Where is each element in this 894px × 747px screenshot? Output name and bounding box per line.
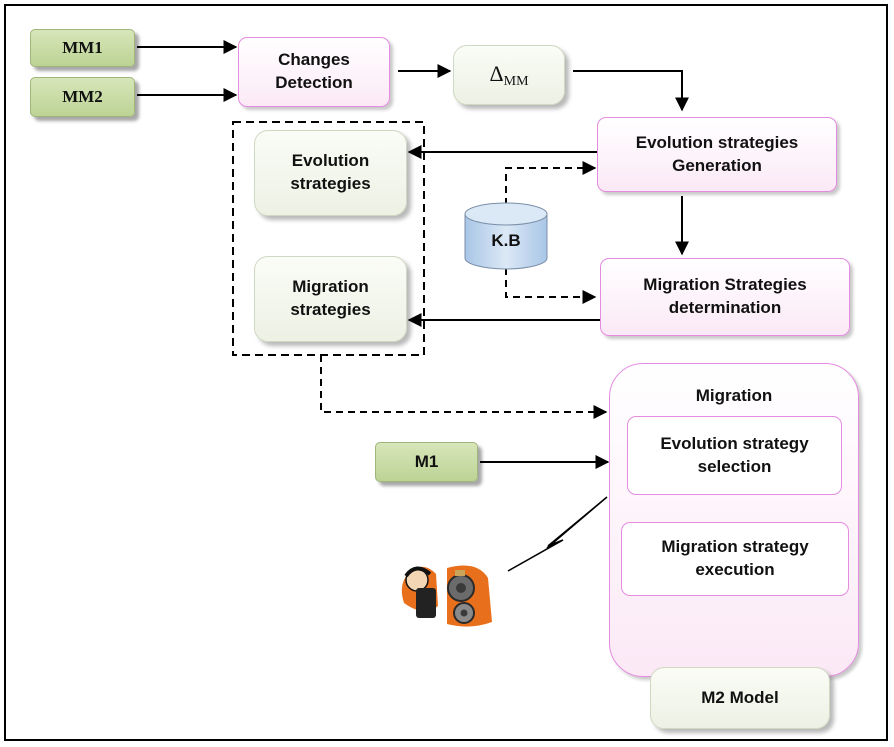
migration-strategies-determination-label: Migration Strategies determination <box>643 275 807 317</box>
mm1-box: MM1 <box>30 29 135 67</box>
evolution-strategy-selection-box: Evolution strategy selection <box>627 416 842 495</box>
evolution-strategies-generation-label: Evolution strategies Generation <box>635 132 799 175</box>
evolution-strategies-label: Evolution strategies <box>290 151 371 193</box>
evolution-strategy-selection-label: Evolution strategy selection <box>660 433 809 476</box>
m1-label: M1 <box>414 451 439 471</box>
mm2-box: MM2 <box>30 77 135 117</box>
migration-strategy-execution-box: Migration strategy execution <box>621 522 849 596</box>
evolution-strategies-generation-box: Evolution strategies Generation <box>597 117 837 192</box>
m1-box: M1 <box>375 442 478 482</box>
arrow-delta-to-generation <box>573 70 689 112</box>
lightning-icon <box>507 496 608 572</box>
migration-title: Migration <box>695 386 773 405</box>
m2-model-box: M2 Model <box>650 667 830 729</box>
dashed-arrow-strategies-to-migration <box>320 355 608 419</box>
kb-cylinder <box>464 202 548 270</box>
migration-strategies-label: Migration strategies <box>290 277 371 319</box>
delta-subscript: MM <box>503 73 529 89</box>
delta-mm-box: ΔMM <box>453 45 565 105</box>
mm2-label: MM2 <box>62 86 103 106</box>
migration-container: Migration Evolution strategy selection M… <box>609 363 859 677</box>
changes-detection-label: Changes Detection <box>275 50 353 92</box>
dashed-arrow-kb-to-determination <box>505 268 597 304</box>
migration-strategy-execution-label: Migration strategy execution <box>661 537 809 579</box>
mm1-label: MM1 <box>62 37 103 57</box>
diagram-frame <box>4 4 888 741</box>
kb-label: K.B <box>491 231 520 250</box>
delta-symbol: Δ <box>489 60 504 86</box>
user-gears-icon <box>401 565 492 627</box>
migration-strategies-determination-box: Migration Strategies determination <box>600 258 850 336</box>
strategies-group <box>232 121 425 356</box>
m2-model-label: M2 Model <box>701 687 779 707</box>
dashed-arrow-kb-to-generation <box>505 161 597 205</box>
changes-detection-box: Changes Detection <box>238 37 390 107</box>
migration-strategies-box: Migration strategies <box>254 256 407 342</box>
evolution-strategies-box: Evolution strategies <box>254 130 407 216</box>
